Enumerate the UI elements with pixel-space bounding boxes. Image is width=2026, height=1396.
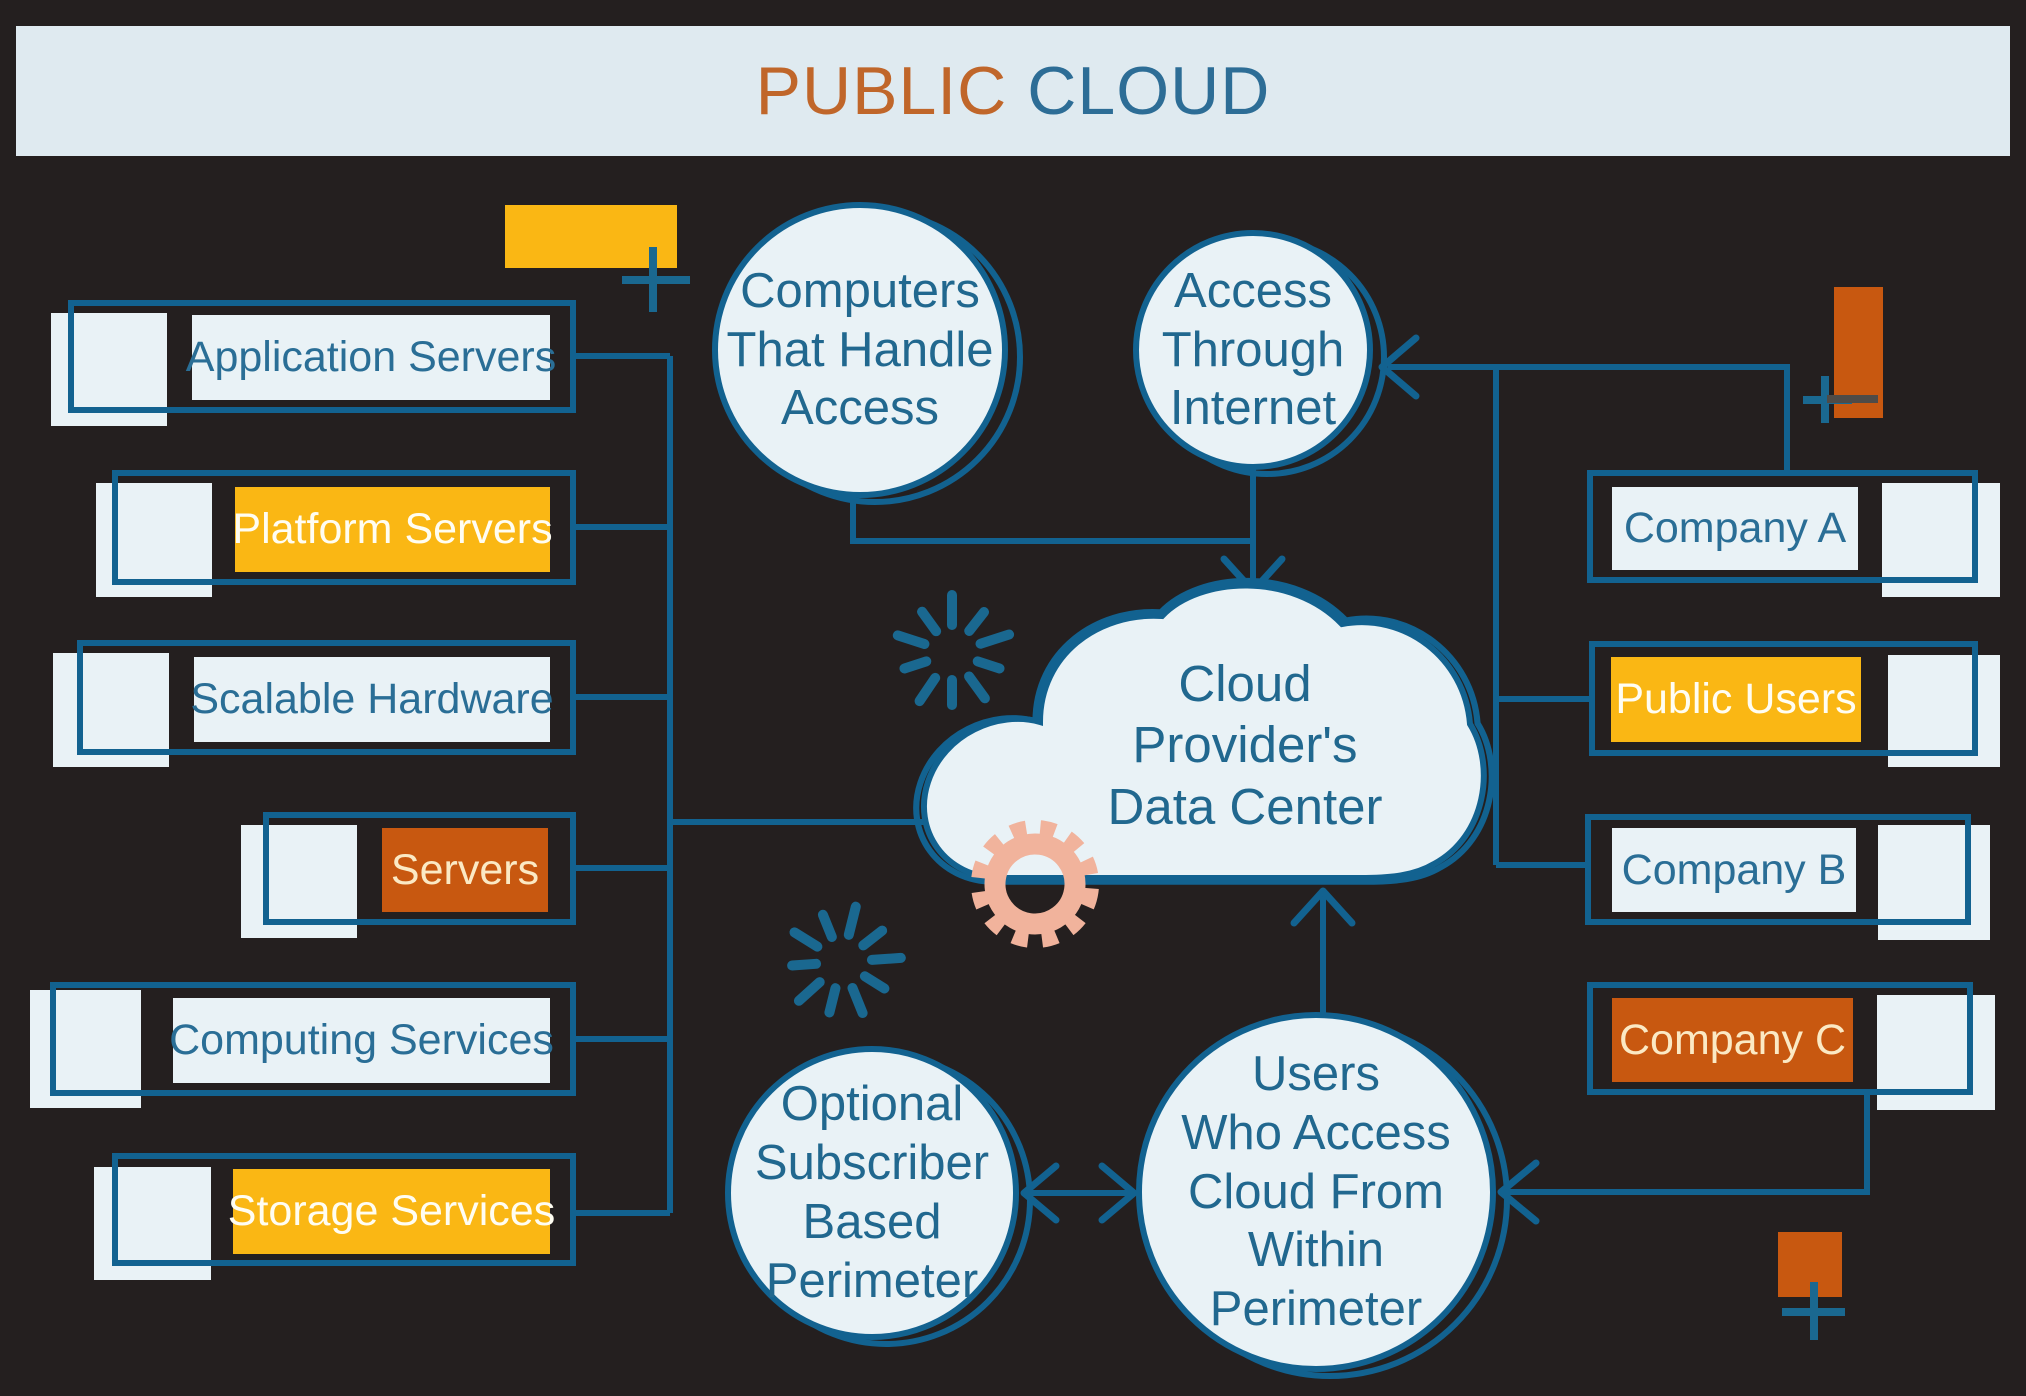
- node-optional-subscriber-perimeter: Optional Subscriber Based Perimeter: [754, 1077, 990, 1308]
- item-storage-services: Storage Services: [228, 1169, 555, 1254]
- arrow-into-users: [1497, 1159, 1540, 1225]
- node-access-through-internet: Access Through Internet: [1161, 263, 1345, 436]
- item-scalable-hardware: Scalable Hardware: [190, 657, 554, 742]
- spinner-icon: [892, 590, 1015, 710]
- item-company-c: Company C: [1612, 998, 1853, 1082]
- item-company-b: Company B: [1612, 828, 1856, 912]
- connector-lines: [573, 353, 1870, 1216]
- spinner-icon: [787, 901, 906, 1018]
- item-public-users: Public Users: [1611, 657, 1861, 742]
- item-computing-services: Computing Services: [169, 998, 554, 1083]
- arrow-into-optional: [1020, 1162, 1060, 1224]
- title-public: PUBLIC: [755, 53, 1008, 129]
- node-cloud-providers-data-center: Cloud Provider's Data Center: [1107, 655, 1383, 835]
- item-company-a: Company A: [1612, 487, 1858, 570]
- left-backdrop-squares: [30, 313, 357, 1280]
- arrow-into-users-left: [1098, 1162, 1138, 1224]
- item-servers: Servers: [382, 828, 548, 912]
- node-circles: [712, 202, 1510, 1379]
- gear-icon: [971, 820, 1099, 948]
- plus-icon: [1803, 376, 1878, 423]
- accent-rect-yellow: [505, 205, 677, 268]
- title-cloud: CLOUD: [1027, 53, 1271, 129]
- item-platform-servers: Platform Servers: [232, 487, 553, 572]
- item-application-servers: Application Servers: [186, 315, 556, 400]
- title-bar: PUBLIC CLOUD: [16, 26, 2010, 156]
- arrow-into-cloud-bottom: [1290, 887, 1356, 927]
- node-users-within-perimeter: Users Who Access Cloud From Within Perim…: [1181, 1047, 1451, 1337]
- plus-icon: [622, 247, 690, 312]
- node-computers-that-handle-access: Computers That Handle Access: [726, 263, 994, 436]
- cloud-shape: [913, 577, 1495, 885]
- plus-icon: [1782, 1282, 1845, 1340]
